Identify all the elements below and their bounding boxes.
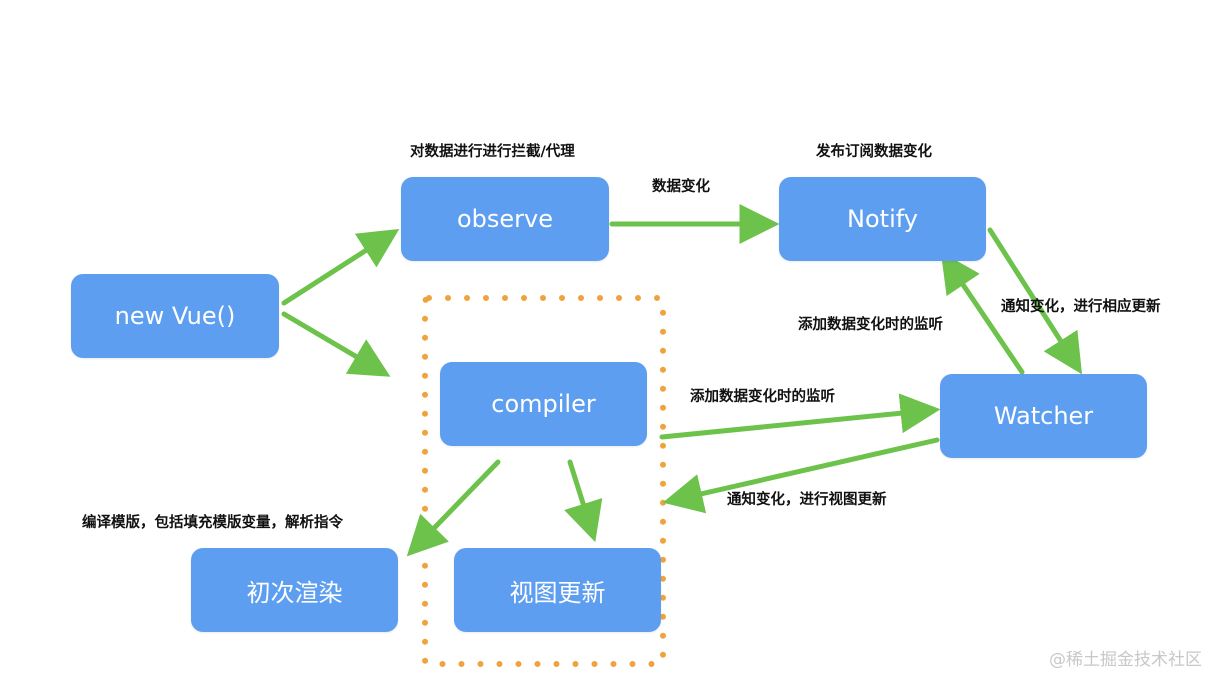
label-add-listener-right: 添加数据变化时的监听 (798, 317, 943, 333)
label-observe-top: 对数据进行进行拦截/代理 (410, 144, 575, 160)
arrow-newvue-to-compiler (281, 311, 391, 377)
arrow-watcher-to-notify (940, 251, 1025, 375)
arrow-compiler-to-initial-render (406, 459, 501, 557)
label-add-listener-mid: 添加数据变化时的监听 (690, 389, 835, 405)
watermark: @稀土掘金技术社区 (1049, 650, 1202, 670)
label-notify-change-update: 通知变化，进行相应更新 (1001, 299, 1161, 315)
arrow-compiler-to-watcher (659, 393, 941, 440)
label-compile-desc: 编译模版，包括填充模版变量，解析指令 (82, 515, 343, 531)
label-notify-top: 发布订阅数据变化 (816, 144, 932, 160)
arrow-notify-to-watcher (987, 227, 1083, 375)
node-initial-render: 初次渲染 (191, 548, 398, 632)
node-observe: observe (401, 177, 609, 261)
arrow-watcher-to-compiler-group (662, 437, 940, 514)
node-new-vue: new Vue() (71, 274, 279, 358)
label-data-change: 数据变化 (652, 179, 710, 195)
node-compiler: compiler (440, 362, 647, 446)
node-view-update: 视图更新 (454, 548, 661, 632)
node-watcher: Watcher (940, 374, 1147, 458)
node-notify: Notify (779, 177, 986, 261)
label-notify-view-update: 通知变化，进行视图更新 (727, 492, 887, 508)
arrow-newvue-to-observe (281, 228, 400, 306)
arrow-compiler-to-view-update (564, 459, 603, 543)
